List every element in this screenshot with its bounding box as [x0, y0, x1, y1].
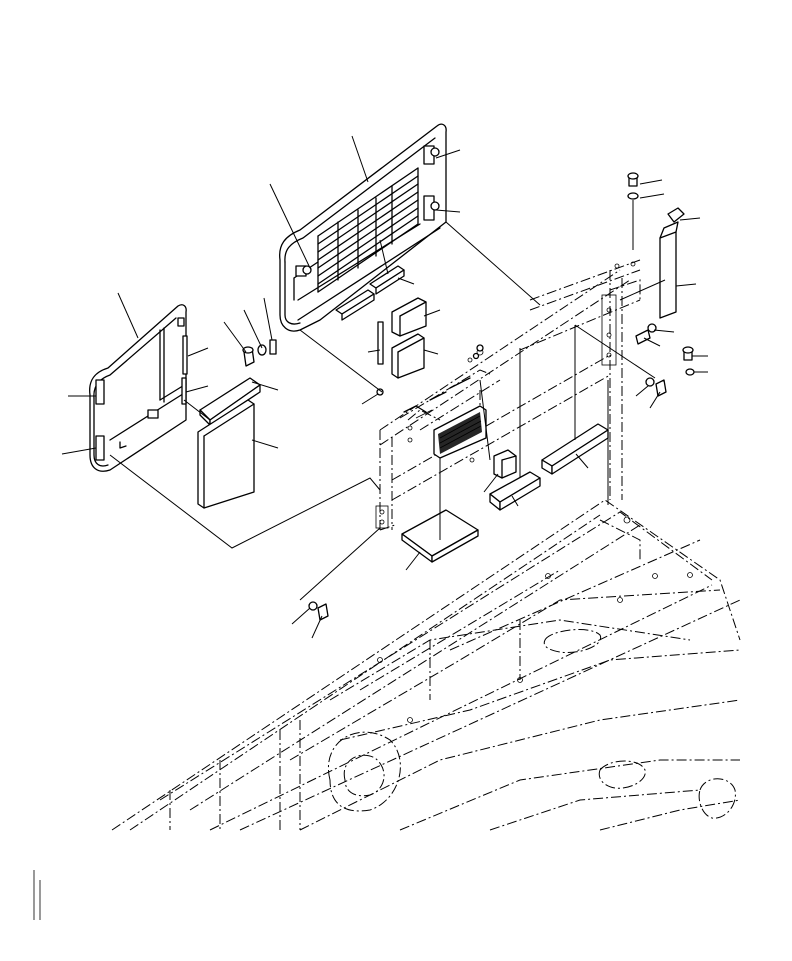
lock-icon — [302, 265, 312, 275]
washer-icon — [685, 368, 695, 376]
clip-icon — [269, 339, 277, 355]
bolt-hole — [379, 519, 385, 525]
bolt-hole — [617, 597, 623, 603]
latch-icon — [147, 409, 159, 419]
assembly-lines — [109, 200, 666, 601]
guide-pin — [377, 321, 384, 365]
revolving-frame — [111, 499, 741, 831]
callout-leaders — [61, 135, 708, 639]
left-side-cover — [89, 304, 187, 472]
bolt-hole — [467, 357, 473, 363]
seal-strip — [181, 377, 187, 405]
bolt-hole — [606, 307, 612, 313]
hinge-icon — [95, 435, 105, 461]
washer-icon — [257, 344, 267, 356]
insulation-pad-strip-2 — [335, 289, 375, 321]
bolt-hole — [606, 332, 612, 338]
seal-strip — [182, 335, 188, 375]
insulation-pad-strip-1 — [369, 265, 405, 295]
rear-seal-strip — [659, 207, 685, 319]
bolt-hole — [377, 657, 383, 663]
bolt-mid-right — [635, 323, 657, 345]
bolt-hole — [606, 352, 612, 358]
frame-post-plate — [601, 294, 617, 366]
bolt-lower-right — [645, 377, 667, 397]
insulation-pad-block-2 — [391, 333, 425, 379]
bolt-hole — [687, 572, 693, 578]
rear-cover-panel — [399, 369, 491, 419]
cover-louvers — [317, 167, 419, 293]
bolt-hole — [652, 573, 658, 579]
bolt-hole — [630, 261, 636, 267]
right-side-cover — [279, 123, 447, 332]
insulation-pad-long — [541, 423, 609, 475]
washer-icon — [308, 601, 318, 611]
bolt-left-cover — [242, 339, 277, 367]
hinge-icon — [95, 379, 105, 405]
bolt-bottom — [308, 601, 329, 621]
bolt-hole — [545, 573, 551, 579]
hinge-pin-icon — [430, 201, 440, 211]
grille-panel — [433, 405, 487, 459]
insulation-pad-small — [493, 449, 517, 479]
hinge-pin-icon — [430, 147, 440, 157]
bolt-hole — [623, 516, 631, 524]
insulation-pad-bar — [489, 471, 541, 511]
bolt-hole — [407, 437, 413, 443]
bolt-frame-top — [472, 344, 484, 360]
washer-icon — [627, 192, 639, 200]
frame-foot-plate — [375, 505, 389, 529]
insulation-pad-large — [197, 399, 255, 509]
bolt-top-right — [627, 172, 639, 200]
latch-icon — [177, 317, 185, 327]
washer-icon — [647, 323, 657, 333]
bolt-hole — [379, 509, 385, 515]
bolt-hole — [469, 457, 475, 463]
bolt-far-right — [682, 346, 695, 376]
upper-frame-rail — [519, 259, 641, 351]
insulation-pad-block-1 — [391, 297, 427, 337]
bolt-hole — [517, 677, 523, 683]
bolt-hole — [614, 263, 620, 269]
washer-icon — [645, 377, 655, 387]
bolt-hole — [407, 425, 413, 431]
bolt-hole — [407, 717, 413, 723]
grommet-icon — [376, 388, 384, 396]
